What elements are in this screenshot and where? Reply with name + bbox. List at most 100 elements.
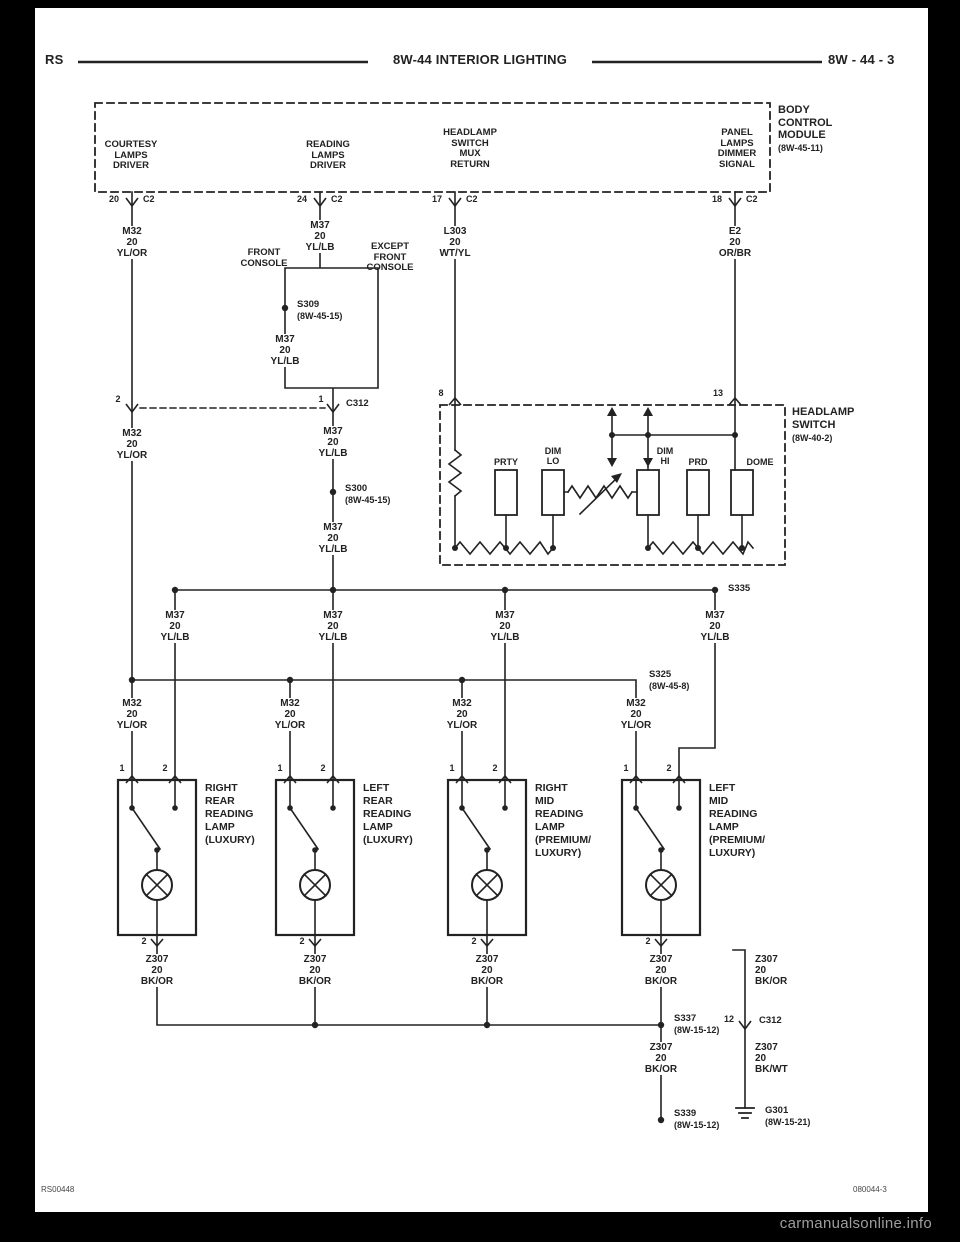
bcm-title: BODY CONTROL MODULE bbox=[778, 104, 833, 141]
pin-number: 2 bbox=[645, 936, 651, 946]
wire-label-l303: L303 20 WT/YL bbox=[438, 226, 472, 259]
ground-ref-g301: (8W-15-21) bbox=[765, 1117, 811, 1127]
wire-label-m37: M37 20 YL/LB bbox=[317, 426, 349, 459]
footer-right-code: 080044-3 bbox=[853, 1185, 887, 1194]
bcm-output-reading: READING LAMPS DRIVER bbox=[306, 139, 350, 171]
wire-label-m32: M32 20 YL/OR bbox=[273, 698, 307, 731]
wire-label-z307: Z307 20 BK/OR bbox=[755, 954, 788, 987]
headlamp-switch-ref: (8W-40-2) bbox=[792, 433, 833, 443]
pin-number: 17 bbox=[431, 194, 443, 204]
splice-label-s300: S300 bbox=[345, 483, 368, 494]
connector-icon bbox=[728, 396, 742, 406]
connector-icon bbox=[313, 197, 327, 208]
wire-label-m32: M32 20 YL/OR bbox=[115, 698, 149, 731]
splice-ref-s300: (8W-45-15) bbox=[345, 495, 391, 505]
connector-icon bbox=[629, 774, 686, 948]
lamp-box-right-rear bbox=[116, 778, 198, 937]
splice-label-s335: S335 bbox=[728, 583, 751, 594]
splice-ref-s309: (8W-45-15) bbox=[297, 311, 343, 321]
splice-ref-s337: (8W-15-12) bbox=[674, 1025, 720, 1035]
pin-number: 13 bbox=[712, 388, 724, 398]
lamp-title-left-rear: LEFT REAR READING LAMP (LUXURY) bbox=[363, 782, 413, 846]
contact-dim-hi bbox=[636, 469, 660, 516]
connector-icon bbox=[738, 1020, 752, 1031]
ground-icon bbox=[735, 1107, 755, 1119]
connector-label: C2 bbox=[746, 194, 758, 204]
contact-label-prty: PRTY bbox=[493, 457, 519, 467]
connector-label-c312: C312 bbox=[759, 1015, 782, 1026]
splice-dots bbox=[128, 304, 745, 1124]
wire-label-m37: M37 20 YL/LB bbox=[159, 610, 191, 643]
pin-number: 20 bbox=[108, 194, 120, 204]
wire-label-z307-wt: Z307 20 BK/WT bbox=[755, 1042, 788, 1075]
pin-number: 2 bbox=[115, 394, 121, 404]
splice-ref-s325: (8W-45-8) bbox=[649, 681, 690, 691]
splice-label-s309: S309 bbox=[297, 299, 320, 310]
splice-label-s325: S325 bbox=[649, 669, 672, 680]
bcm-output-mux: HEADLAMP SWITCH MUX RETURN bbox=[443, 127, 497, 170]
wire-label-m37: M37 20 YL/LB bbox=[317, 610, 349, 643]
headlamp-switch-box bbox=[439, 404, 786, 566]
pin-number: 1 bbox=[119, 763, 125, 773]
splice-s309 bbox=[281, 304, 289, 312]
pin-number: 1 bbox=[277, 763, 283, 773]
splice-s337 bbox=[657, 1021, 665, 1029]
wire-label-e2: E2 20 OR/BR bbox=[717, 226, 753, 259]
lamp-title-right-mid: RIGHT MID READING LAMP (PREMIUM/ LUXURY) bbox=[535, 782, 591, 859]
footer-left-code: RS00448 bbox=[41, 1185, 75, 1194]
contact-dim-lo bbox=[541, 469, 565, 516]
pin-number: 2 bbox=[492, 763, 498, 773]
lamp-icon bbox=[299, 869, 331, 901]
connector-icon bbox=[125, 197, 139, 208]
wire-label-z307: Z307 20 BK/OR bbox=[643, 954, 679, 987]
connector-label: C2 bbox=[331, 194, 343, 204]
wire-label-z307: Z307 20 BK/OR bbox=[469, 954, 505, 987]
branch-except-front-console: EXCEPT FRONT CONSOLE bbox=[366, 241, 414, 273]
connector-icon bbox=[283, 774, 340, 948]
ground-wire bbox=[732, 949, 746, 1109]
wire-label-m37: M37 20 YL/LB bbox=[317, 522, 349, 555]
connector-icon bbox=[728, 197, 742, 208]
splice-label-s339: S339 bbox=[674, 1108, 697, 1119]
splice-s339 bbox=[657, 1116, 665, 1124]
ground-label-g301: G301 bbox=[765, 1105, 789, 1116]
pin-number: 24 bbox=[296, 194, 308, 204]
bcm-output-panel: PANEL LAMPS DIMMER SIGNAL bbox=[717, 127, 757, 170]
lamp-box-left-mid bbox=[620, 778, 702, 937]
contact-prty bbox=[494, 469, 518, 516]
lamp-title-right-rear: RIGHT REAR READING LAMP (LUXURY) bbox=[205, 782, 255, 846]
splice-s300 bbox=[329, 488, 337, 496]
connector-label: C2 bbox=[143, 194, 155, 204]
contact-label-dim-lo: DIM LO bbox=[544, 446, 562, 466]
connector-icon bbox=[455, 774, 512, 948]
pin-number: 2 bbox=[141, 936, 147, 946]
wire-label-z307: Z307 20 BK/OR bbox=[643, 1042, 679, 1075]
page-number: 8W - 44 - 3 bbox=[828, 52, 895, 67]
lamp-title-left-mid: LEFT MID READING LAMP (PREMIUM/ LUXURY) bbox=[709, 782, 765, 859]
pin-number: 2 bbox=[666, 763, 672, 773]
resistor-icon bbox=[646, 540, 755, 556]
bcm-output-courtesy: COURTESY LAMPS DRIVER bbox=[104, 139, 158, 171]
wire-label-m37: M37 20 YL/LB bbox=[304, 220, 336, 253]
connector-icon bbox=[448, 197, 462, 208]
wire-label-m32: M32 20 YL/OR bbox=[619, 698, 653, 731]
wire-label-z307: Z307 20 BK/OR bbox=[139, 954, 175, 987]
pin-number: 8 bbox=[438, 388, 444, 398]
lamp-box-left-rear bbox=[274, 778, 356, 937]
pin-number: 18 bbox=[711, 194, 723, 204]
wiper-arrow-icon bbox=[578, 475, 620, 516]
watermark: carmanualsonline.info bbox=[779, 1215, 932, 1232]
splice-ref-s339: (8W-15-12) bbox=[674, 1120, 720, 1130]
page-code: RS bbox=[45, 52, 64, 67]
resistor-icon bbox=[447, 448, 463, 498]
contact-prd bbox=[686, 469, 710, 516]
connector-icon bbox=[326, 403, 340, 414]
pin-number: 2 bbox=[471, 936, 477, 946]
connector-label-c312: C312 bbox=[346, 398, 369, 409]
potentiometer-icon bbox=[566, 484, 634, 500]
page-title: 8W-44 INTERIOR LIGHTING bbox=[392, 52, 568, 67]
pin-number: 12 bbox=[723, 1014, 735, 1024]
headlamp-switch-title: HEADLAMP SWITCH bbox=[792, 406, 855, 431]
contact-label-prd: PRD bbox=[688, 457, 708, 467]
